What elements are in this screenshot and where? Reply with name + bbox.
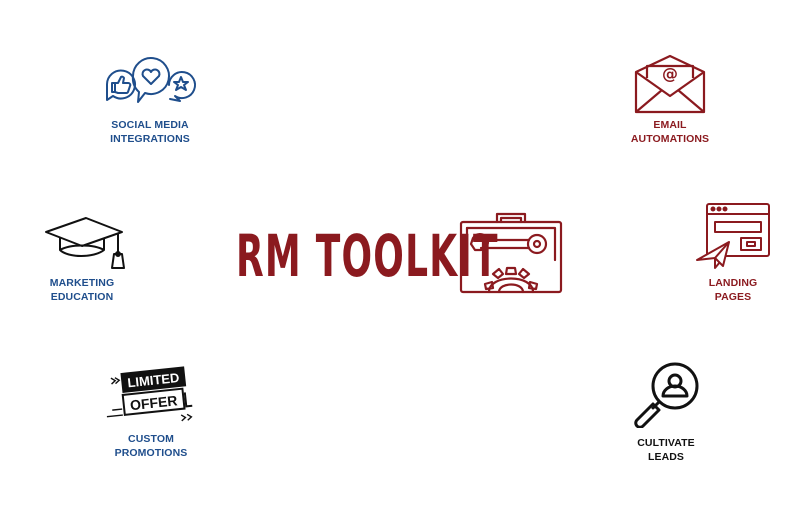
promotions-label-1: CUSTOM: [128, 433, 174, 445]
email-label-2: AUTOMATIONS: [630, 133, 710, 145]
landing-page-icon: [696, 203, 770, 269]
search-user-icon: [634, 362, 699, 428]
feature-cultivate-leads: CULTIVATE LEADS: [626, 360, 706, 464]
leads-label-1: CULTIVATE: [637, 437, 695, 449]
education-label-1: MARKETING: [49, 277, 115, 289]
feature-landing-pages: LANDING PAGES: [690, 202, 776, 304]
landing-label-1: LANDING: [708, 277, 758, 289]
badge-offer-text: OFFER: [129, 392, 178, 413]
social-media-label-1: SOCIAL MEDIA: [111, 119, 189, 131]
toolbox-icon: [459, 212, 563, 294]
social-media-label-2: INTEGRATIONS: [110, 133, 190, 145]
feature-social-media: SOCIAL MEDIA INTEGRATIONS: [100, 52, 200, 146]
graduation-cap-icon: [45, 217, 125, 269]
social-media-bubbles-icon: [105, 57, 196, 103]
page-title: RM TOOLKIT: [236, 222, 499, 290]
toolkit-heading: RM TOOLKIT: [236, 206, 566, 296]
promotions-label-2: PROMOTIONS: [114, 447, 188, 459]
feature-marketing-education: MARKETING EDUCATION: [32, 214, 132, 304]
feature-custom-promotions: LIMITED OFFER CUSTOM PROMOTIONS: [96, 366, 206, 460]
email-label-1: EMAIL: [653, 119, 687, 131]
email-envelope-icon: @: [634, 54, 706, 114]
badge-limited-text: LIMITED: [127, 370, 180, 390]
feature-email: @ EMAIL AUTOMATIONS: [620, 54, 720, 146]
limited-offer-icon: LIMITED OFFER: [106, 366, 193, 422]
education-label-2: EDUCATION: [50, 291, 114, 303]
leads-label-2: LEADS: [647, 451, 685, 463]
landing-label-2: PAGES: [714, 291, 752, 303]
svg-text:@: @: [662, 64, 678, 83]
